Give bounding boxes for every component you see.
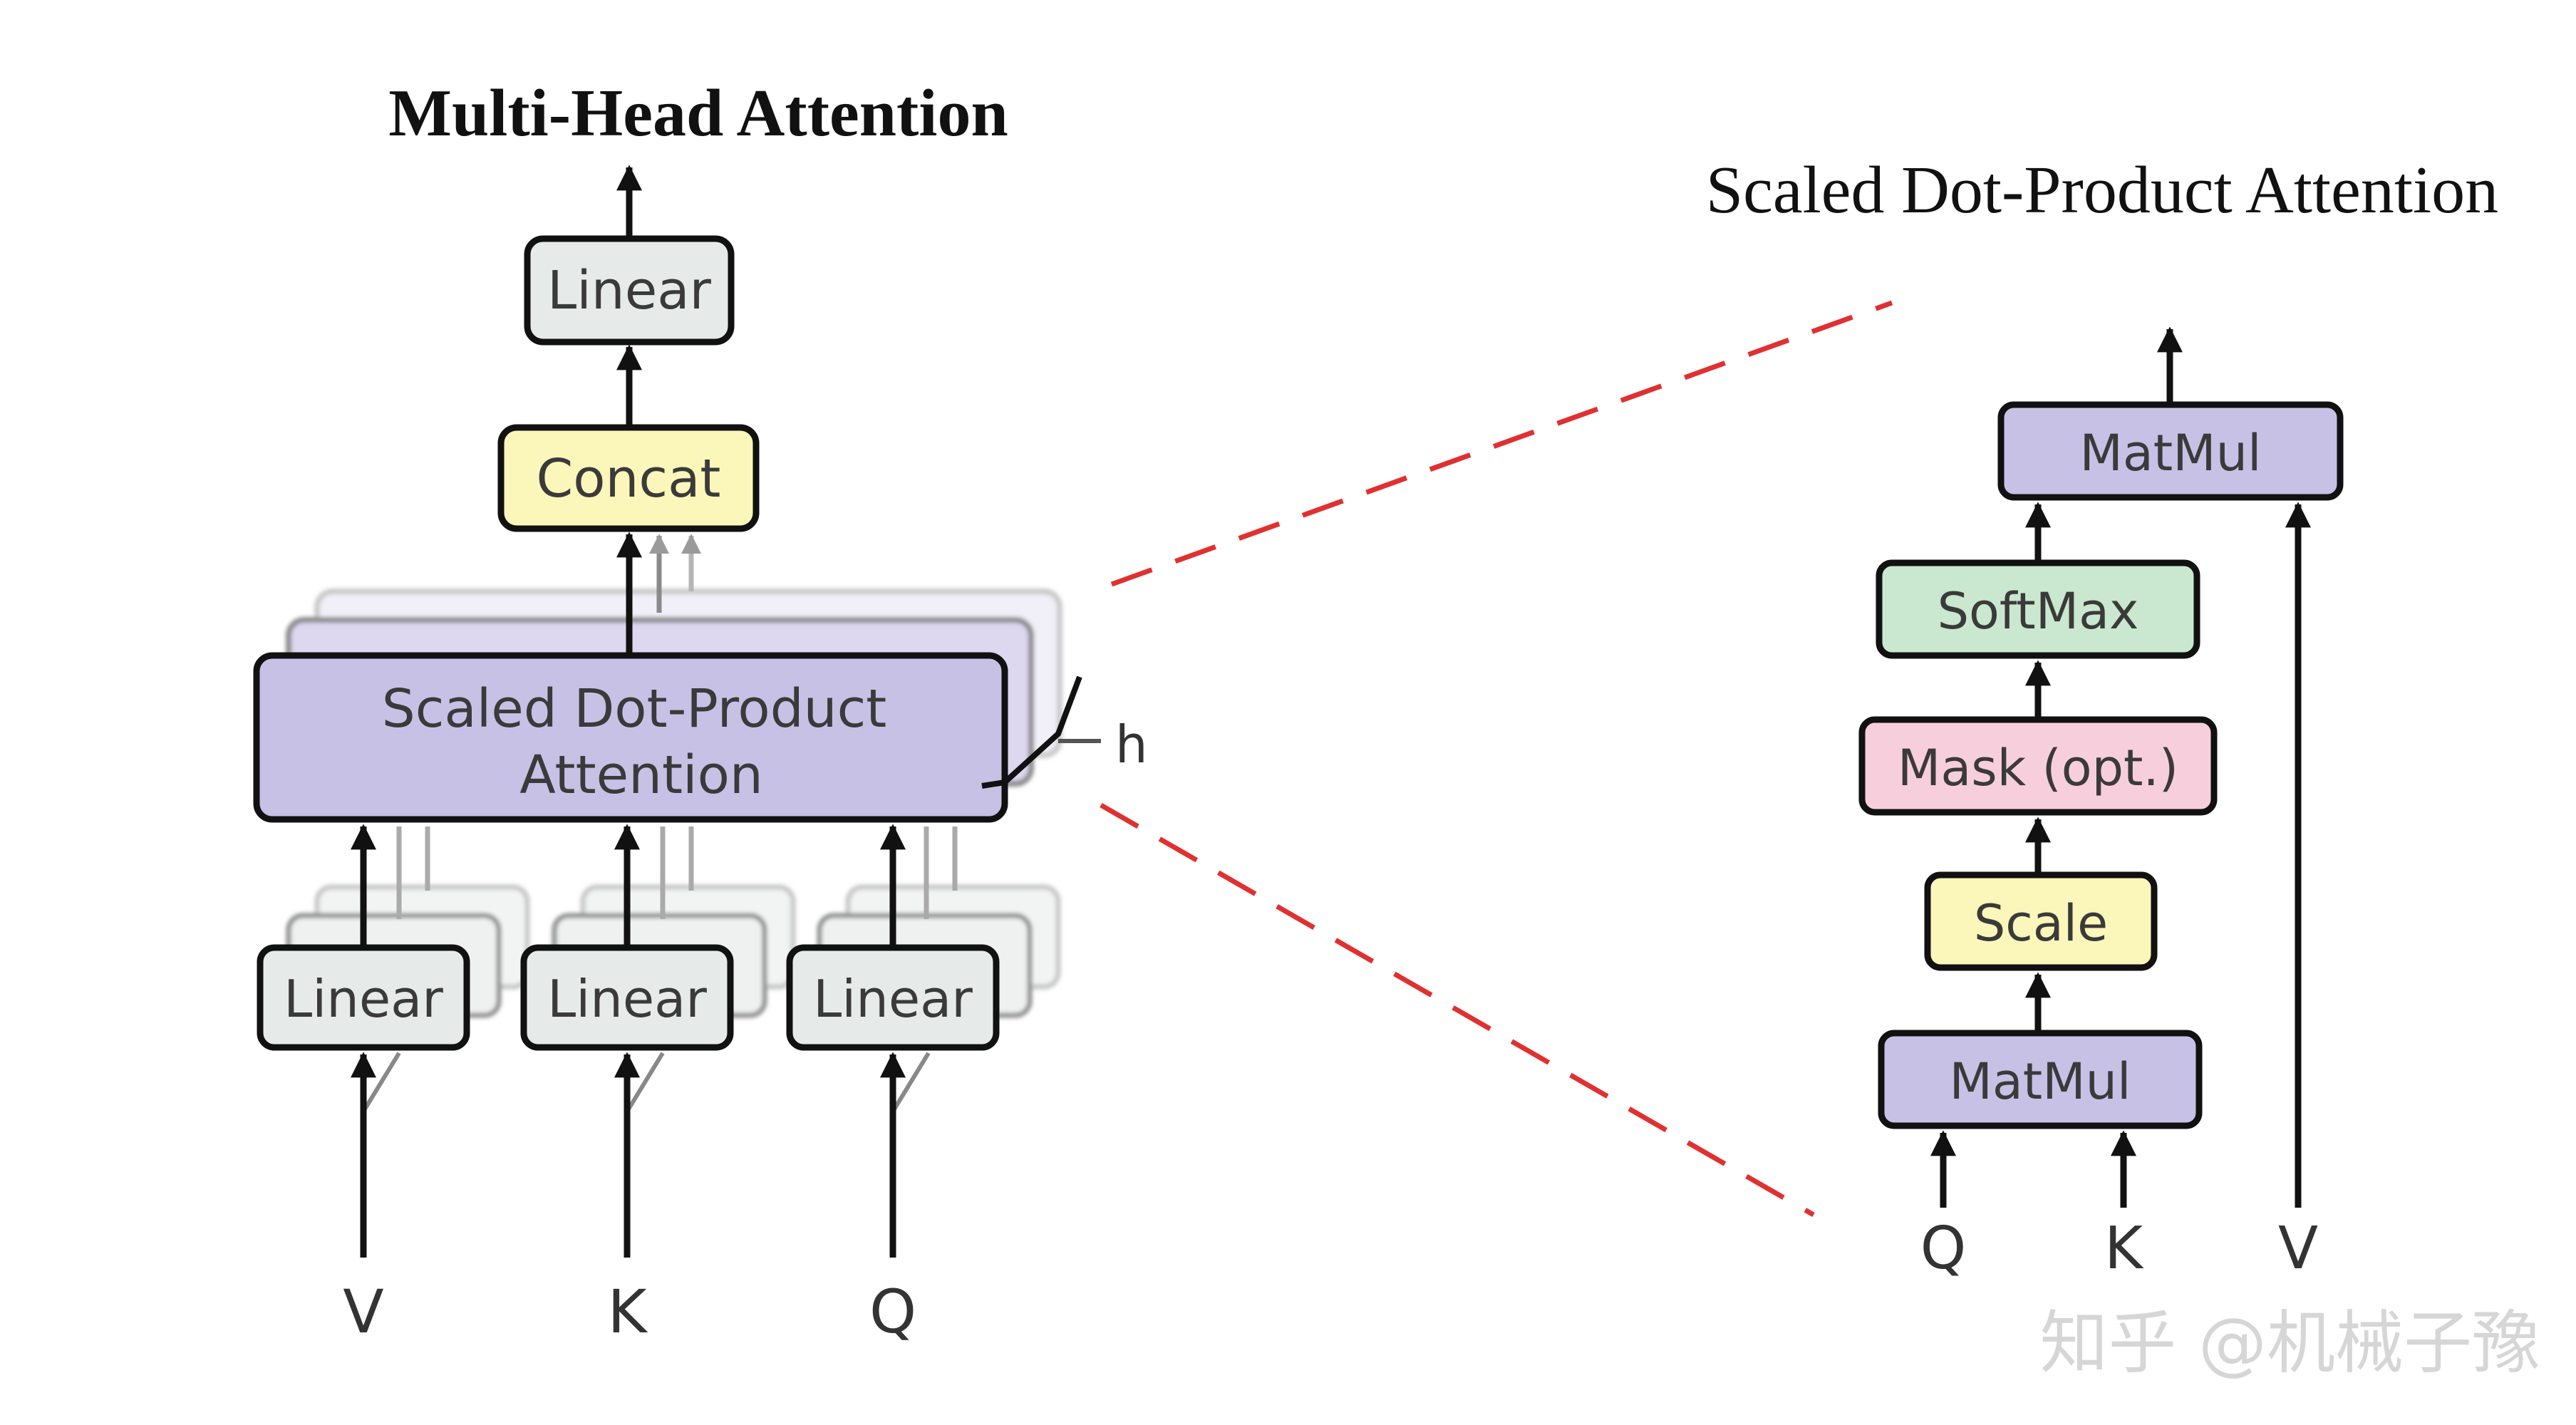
- matmul-top-box: MatMul: [1997, 401, 2344, 501]
- mask-box: Mask (opt.): [1858, 716, 2218, 816]
- output-linear-label: Linear: [547, 260, 712, 321]
- scale-box: Scale: [1924, 871, 2158, 971]
- attention-label-line2: Attention: [519, 745, 763, 806]
- zoom-line-top: [1110, 300, 1893, 587]
- softmax-box: SoftMax: [1876, 559, 2200, 659]
- mask-label: Mask (opt.): [1898, 739, 2178, 797]
- input-linear-k-box: Linear: [520, 944, 734, 1051]
- input-fan-lines: [361, 1052, 931, 1113]
- heads-label: h: [1115, 715, 1148, 774]
- matmul-top-label: MatMul: [2080, 424, 2262, 482]
- secondary-head-arrows: [396, 826, 958, 919]
- input-v-label: V: [343, 1277, 383, 1347]
- softmax-label: SoftMax: [1938, 582, 2139, 641]
- matmul-bottom-box: MatMul: [1878, 1030, 2203, 1129]
- heads-bracket: [981, 675, 1082, 789]
- scaled-dot-product-diagram: Scaled Dot-Product Attention MatMul Soft…: [1706, 153, 2498, 1282]
- input-linear-q-label: Linear: [813, 969, 973, 1029]
- output-linear-box: Linear: [524, 235, 735, 346]
- concat-label: Concat: [537, 448, 721, 509]
- sdp-input-k-label: K: [2104, 1215, 2144, 1282]
- scaled-dot-product-title: Scaled Dot-Product Attention: [1706, 153, 2498, 227]
- matmul-bottom-label: MatMul: [1950, 1052, 2131, 1111]
- sdp-input-v-label: V: [2278, 1215, 2318, 1282]
- scale-label: Scale: [1974, 894, 2108, 953]
- multi-head-title: Multi-Head Attention: [388, 76, 1008, 150]
- input-k-label: K: [607, 1277, 648, 1347]
- scaled-dot-product-attention-box: Scaled Dot-Product Attention: [253, 652, 1008, 823]
- input-q-label: Q: [869, 1277, 916, 1347]
- zoom-connector-lines: [1100, 300, 1893, 1218]
- input-linear-v-label: Linear: [284, 969, 443, 1029]
- zoom-line-bottom: [1100, 802, 1815, 1218]
- input-linear-v-box: Linear: [257, 944, 470, 1051]
- sdp-input-q-label: Q: [1920, 1215, 1967, 1282]
- attention-label-line1: Scaled Dot-Product: [382, 678, 887, 740]
- input-linear-k-label: Linear: [547, 969, 707, 1029]
- watermark-text: 知乎 @机械子豫: [2039, 1303, 2540, 1383]
- concat-box: Concat: [497, 424, 760, 532]
- input-linear-q-box: Linear: [786, 944, 1000, 1051]
- multi-head-attention-diagram: Multi-Head Attention Linear Concat Scale…: [253, 76, 1148, 1347]
